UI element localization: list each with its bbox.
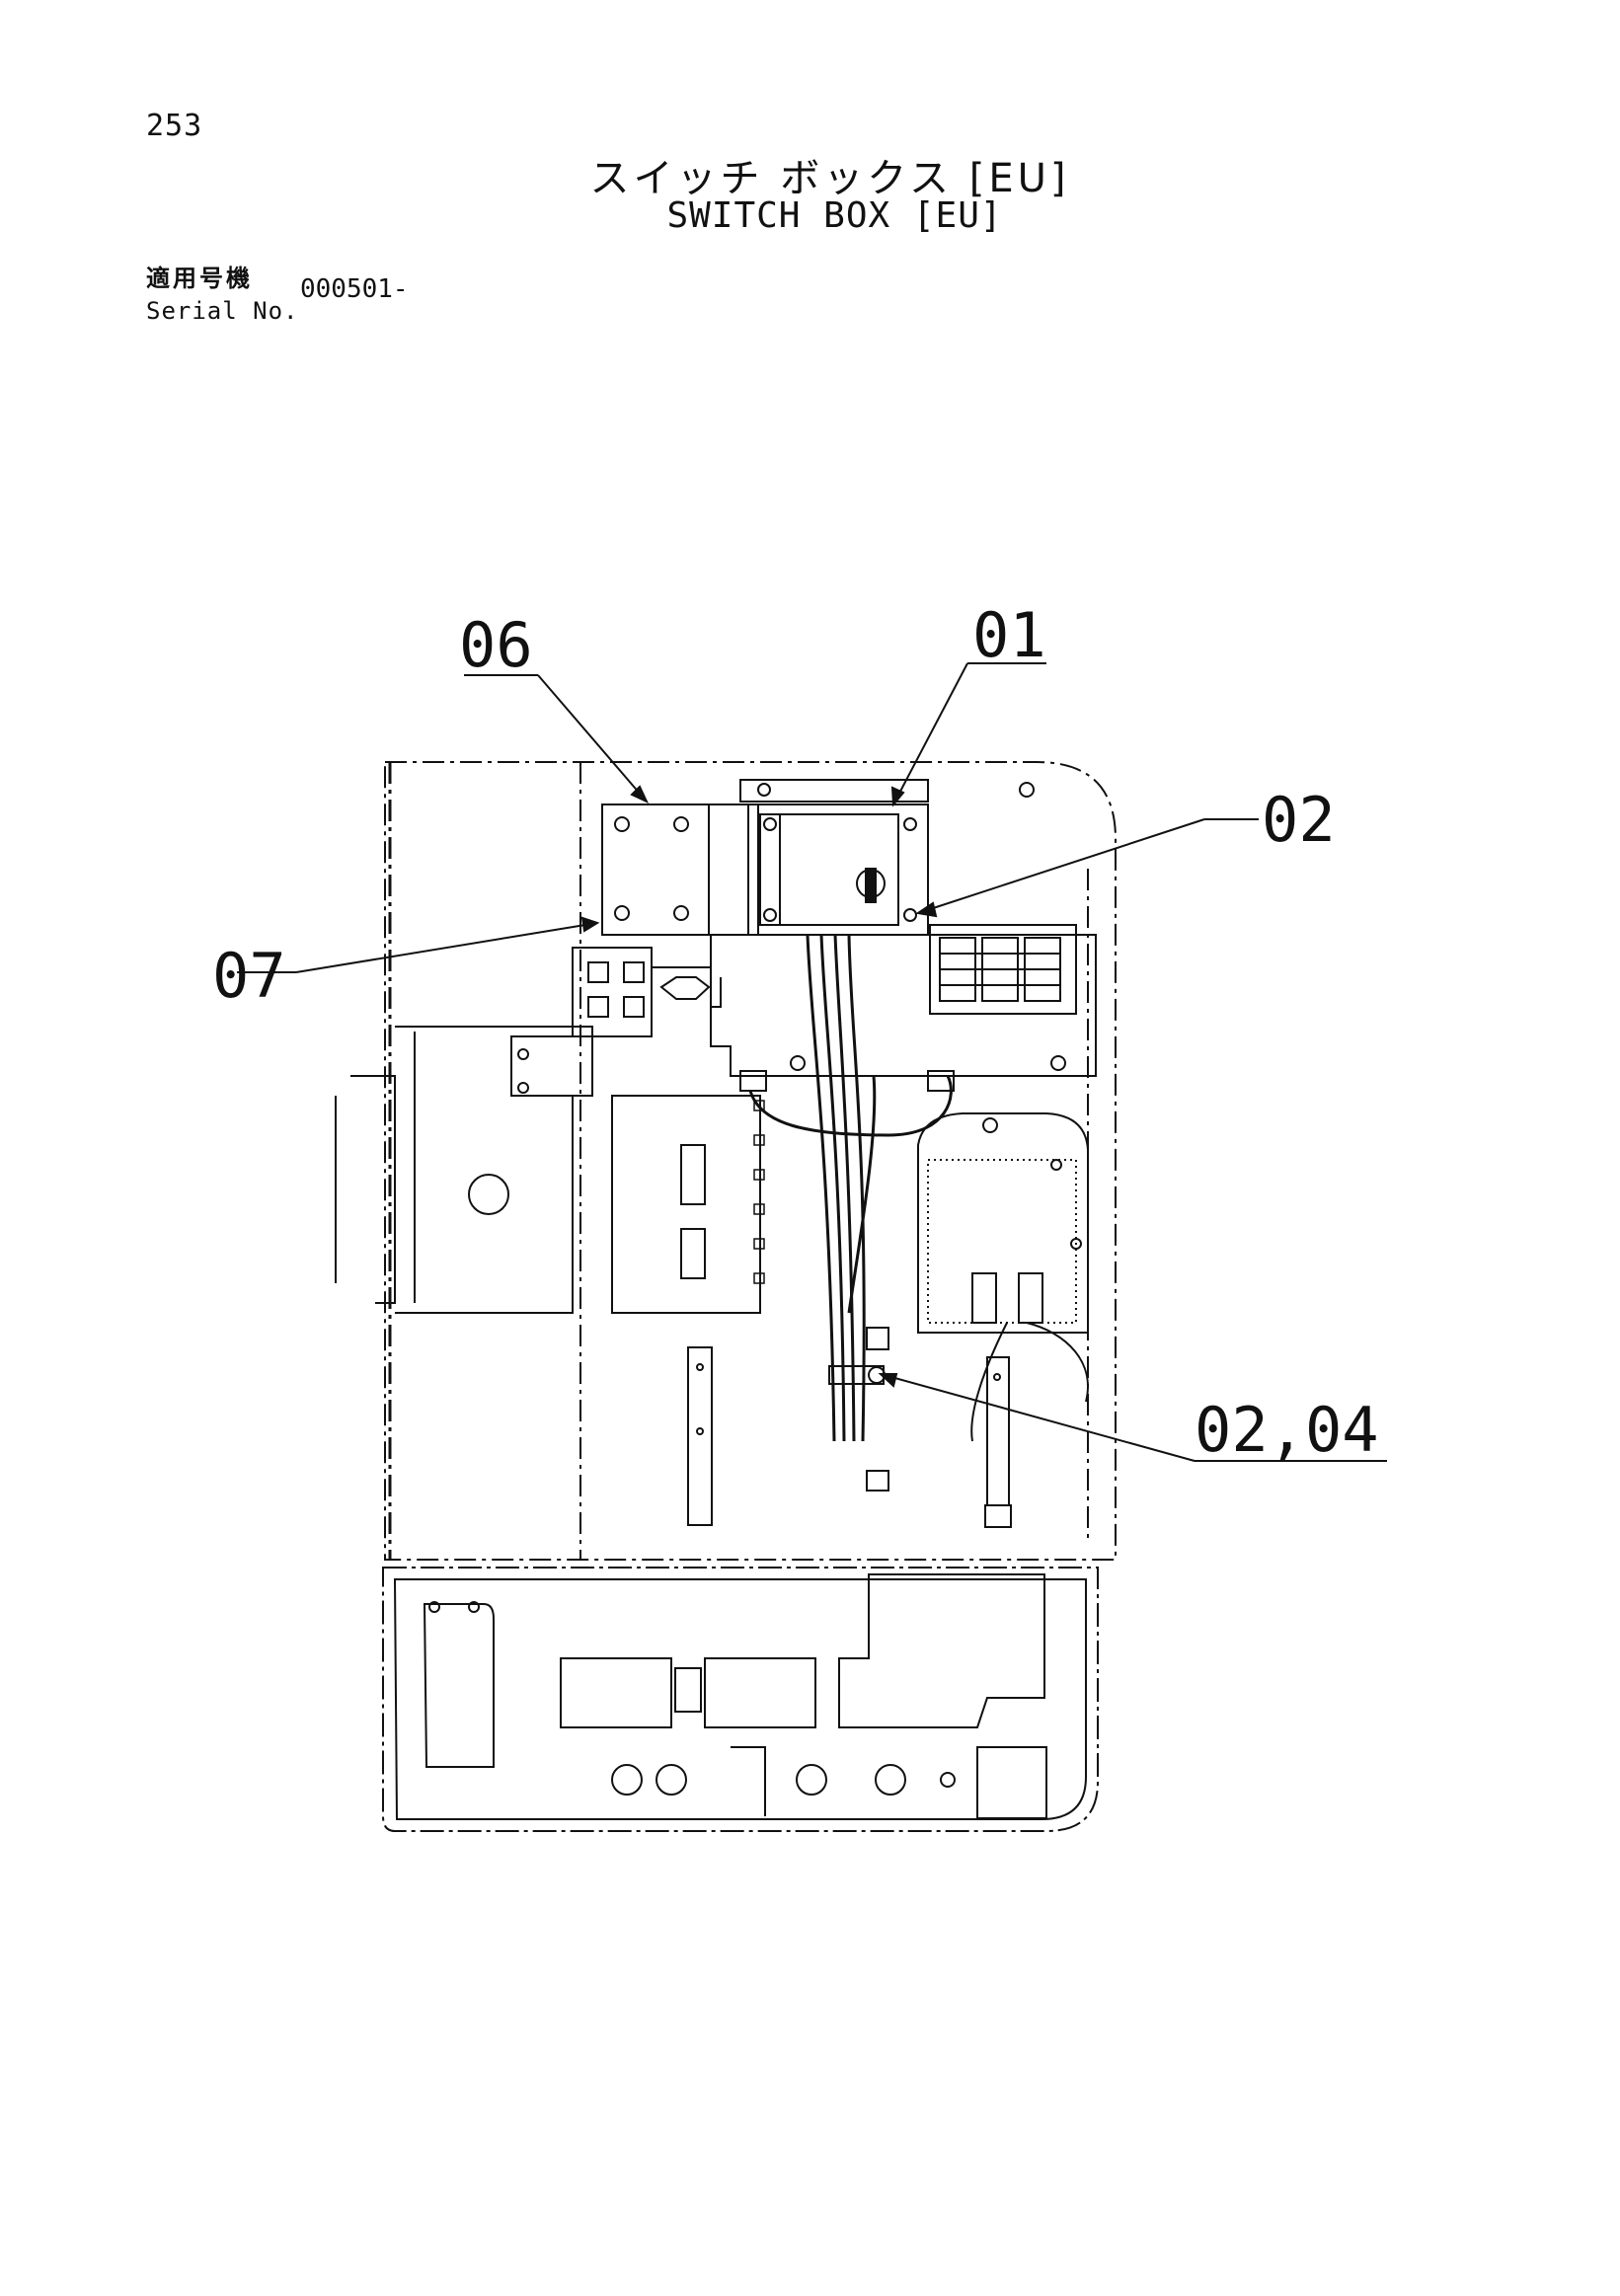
valve-block [572,947,653,1037]
callout-06: 06 [459,609,533,681]
callout-01: 01 [972,599,1046,671]
relay-box [917,1112,1089,1334]
serial-label-jp: 適用号機 [146,265,253,292]
callout-07: 07 [212,940,286,1012]
fuse-grid [939,937,1061,1002]
callout-02-04: 02,04 [1195,1394,1379,1466]
harness-clamp [828,1365,885,1385]
serial-label-en: Serial No. [146,297,299,325]
callout-leaders [237,662,1387,1462]
switch-box-left [601,804,710,936]
callout-02: 02 [1262,784,1336,856]
wire-harness [748,934,953,1442]
title-japanese: スイッチ ボックス [EU] [589,156,1070,201]
floor-panel-outline [382,1567,1099,1832]
upper-frame-outline [384,761,1117,1561]
title-english: SWITCH BOX [EU] [666,195,1003,236]
serial-label-block: 適用号機 Serial No. [146,259,299,325]
page-number: 253 [146,109,203,143]
serial-value: 000501- [300,274,409,304]
fuse-block [929,924,1077,1015]
